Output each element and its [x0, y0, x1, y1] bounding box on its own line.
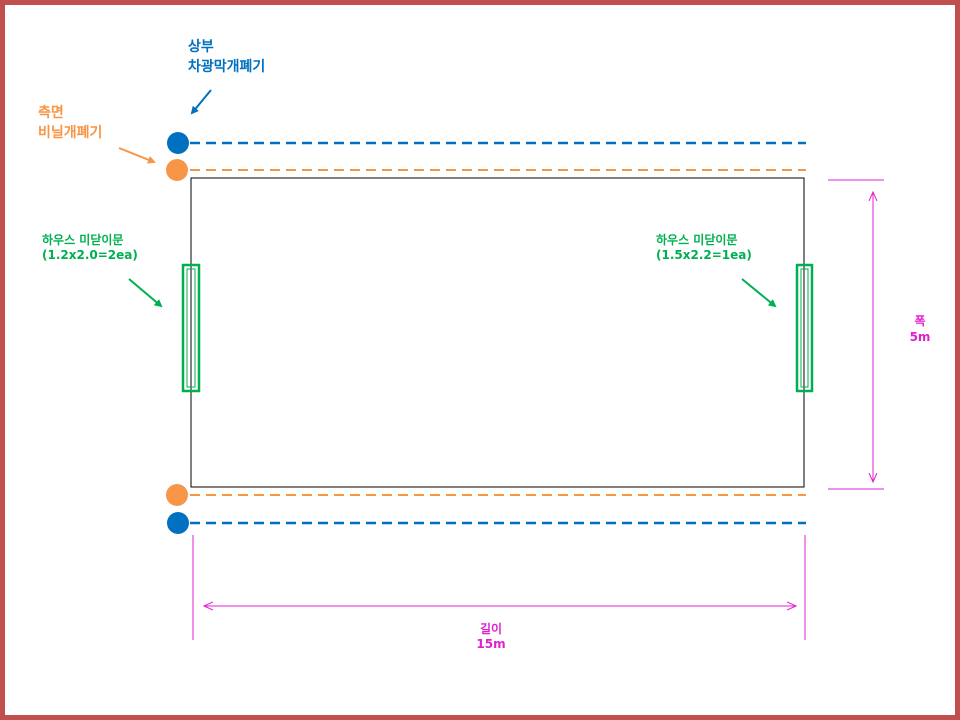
- top-opener-label-line2: 차광막개폐기: [188, 58, 265, 75]
- right-door-arrow: [741, 278, 777, 308]
- greenhouse-diagram: 상부 차광막개폐기 측면 비닐개폐기 하우스 미닫이문 (1.2x2.0=2ea…: [38, 39, 931, 651]
- left-door-label-line1: 하우스 미닫이문: [42, 232, 123, 247]
- left-door-label-line2: (1.2x2.0=2ea): [42, 248, 138, 262]
- side-opener-arrow: [118, 147, 156, 164]
- top-shade-opener-lower: [167, 512, 189, 534]
- width-label-line2: 5m: [910, 330, 931, 344]
- side-opener-label-line2: 비닐개폐기: [38, 124, 102, 141]
- top-opener-arrow: [190, 89, 212, 115]
- right-door-label-line2: (1.5x2.2=1ea): [656, 248, 752, 262]
- top-shade-opener-upper: [167, 132, 189, 154]
- greenhouse-outline: [190, 177, 805, 488]
- side-vinyl-opener-upper: [166, 159, 188, 181]
- side-opener-label-line1: 측면: [38, 104, 64, 121]
- width-label-line1: 폭: [914, 314, 925, 328]
- right-sliding-door-outer: [795, 263, 814, 393]
- length-label-line1: 길이: [480, 621, 502, 636]
- right-sliding-door-inner: [800, 268, 809, 388]
- right-door-label-line1: 하우스 미닫이문: [656, 232, 737, 247]
- length-label-line2: 15m: [476, 637, 505, 651]
- top-opener-label-line1: 상부: [188, 39, 214, 55]
- left-sliding-door-outer: [181, 263, 201, 393]
- left-door-arrow: [128, 278, 163, 308]
- side-vinyl-opener-lower: [166, 484, 188, 506]
- left-sliding-door-inner: [186, 268, 196, 388]
